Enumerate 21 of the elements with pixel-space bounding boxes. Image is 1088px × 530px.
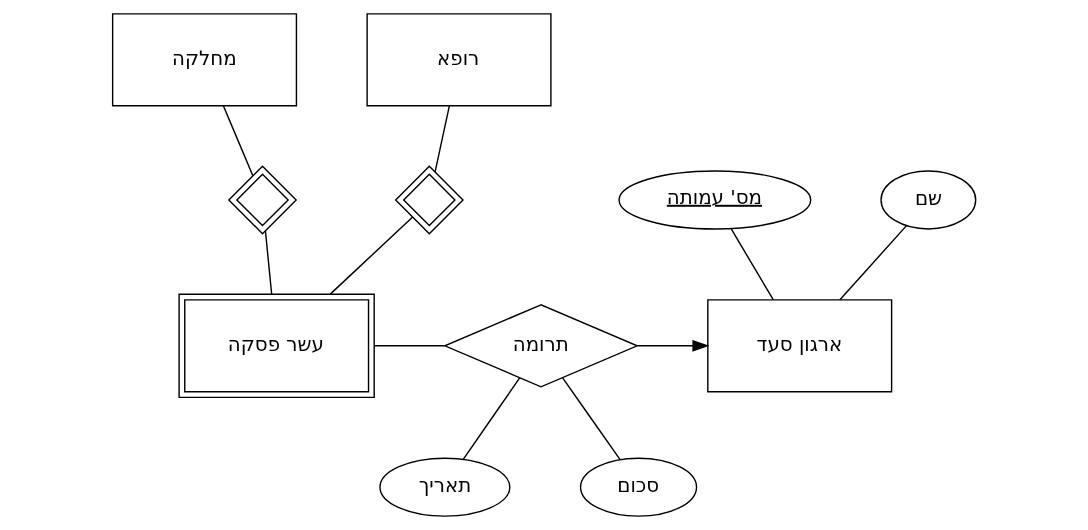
node-ellipse: שם xyxy=(880,170,977,230)
connector xyxy=(264,230,273,295)
node-box: עשר פסקה xyxy=(178,293,375,399)
node-ellipse: מס' עמותה xyxy=(618,170,812,230)
connector xyxy=(434,105,451,173)
connector xyxy=(561,377,621,460)
node-diamond: תרומה xyxy=(443,304,639,388)
node-ellipse: תאריך xyxy=(379,457,511,517)
connector xyxy=(329,216,414,295)
connector xyxy=(839,224,908,301)
connector xyxy=(373,345,446,347)
arrow xyxy=(636,339,710,352)
node-ellipse: סכום xyxy=(579,457,698,517)
connector xyxy=(462,377,521,460)
node-box: ארגון סעד xyxy=(707,299,893,393)
node-diamond xyxy=(394,165,464,235)
connector xyxy=(730,228,774,301)
node-box: רופא xyxy=(366,13,552,107)
node-diamond xyxy=(227,165,298,235)
connector xyxy=(222,105,254,177)
node-box: מחלקה xyxy=(111,13,298,107)
